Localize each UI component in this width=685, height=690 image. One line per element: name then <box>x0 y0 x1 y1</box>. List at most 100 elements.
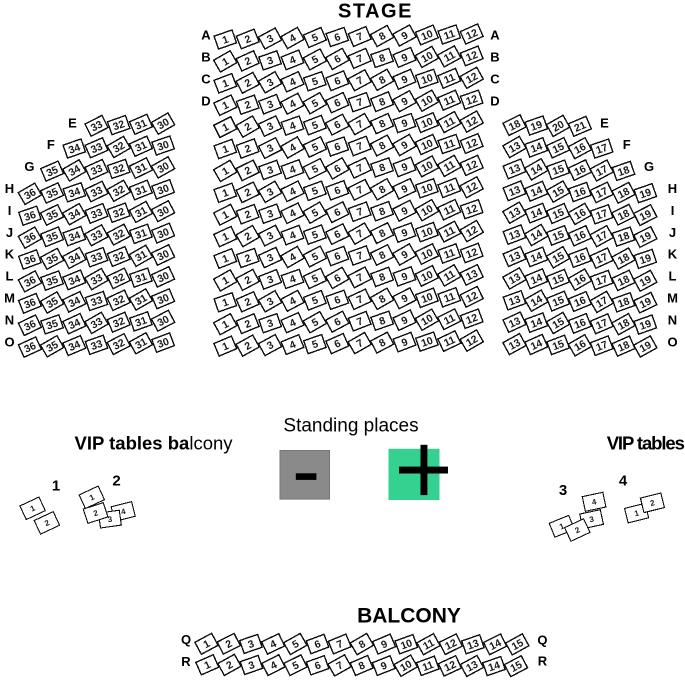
svg-text:12: 12 <box>442 659 458 675</box>
svg-text:35: 35 <box>44 339 60 355</box>
svg-text:10: 10 <box>420 335 435 350</box>
svg-text:33: 33 <box>89 250 104 265</box>
svg-text:36: 36 <box>23 252 38 267</box>
svg-text:30: 30 <box>155 313 171 329</box>
svg-text:13: 13 <box>507 293 522 308</box>
svg-text:35: 35 <box>45 230 60 246</box>
svg-text:I: I <box>8 203 12 218</box>
svg-text:19: 19 <box>638 273 654 289</box>
svg-text:4: 4 <box>268 638 279 651</box>
svg-text:6: 6 <box>332 316 343 329</box>
svg-text:7: 7 <box>355 293 366 306</box>
svg-text:30: 30 <box>156 139 171 154</box>
svg-text:4: 4 <box>287 141 298 154</box>
svg-text:3: 3 <box>266 164 276 177</box>
svg-text:13: 13 <box>507 139 523 155</box>
svg-text:13: 13 <box>507 205 523 221</box>
svg-text:G: G <box>24 159 34 174</box>
svg-text:2: 2 <box>243 142 253 155</box>
svg-text:34: 34 <box>67 338 83 354</box>
svg-text:C: C <box>490 72 500 87</box>
svg-text:7: 7 <box>355 118 366 131</box>
svg-text:2: 2 <box>243 99 253 112</box>
svg-text:15: 15 <box>551 294 566 310</box>
svg-text:1: 1 <box>220 55 231 68</box>
svg-text:L: L <box>6 269 14 284</box>
svg-text:8: 8 <box>377 139 388 152</box>
svg-text:10: 10 <box>419 49 435 65</box>
svg-text:31: 31 <box>133 161 149 177</box>
svg-text:32: 32 <box>111 337 127 353</box>
svg-text:33: 33 <box>89 184 105 200</box>
svg-text:1: 1 <box>221 143 231 156</box>
svg-text:14: 14 <box>487 659 502 674</box>
svg-text:1: 1 <box>220 99 231 112</box>
svg-text:L: L <box>669 269 677 284</box>
svg-text:33: 33 <box>89 272 105 288</box>
svg-text:15: 15 <box>550 250 566 266</box>
svg-text:3: 3 <box>265 251 275 264</box>
svg-text:1: 1 <box>220 209 231 222</box>
svg-text:8: 8 <box>378 271 388 284</box>
svg-text:12: 12 <box>464 49 479 65</box>
svg-text:B: B <box>201 50 210 65</box>
svg-text:7: 7 <box>335 638 345 651</box>
svg-text:6: 6 <box>333 250 343 263</box>
svg-text:10: 10 <box>419 28 434 44</box>
svg-text:11: 11 <box>442 334 457 350</box>
svg-text:33: 33 <box>89 294 104 309</box>
svg-text:6: 6 <box>332 206 343 219</box>
svg-text:6: 6 <box>313 659 323 672</box>
svg-text:15: 15 <box>551 228 566 243</box>
svg-text:14: 14 <box>529 337 545 353</box>
svg-text:3: 3 <box>559 482 567 499</box>
svg-text:35: 35 <box>45 164 61 180</box>
svg-text:5: 5 <box>310 141 321 154</box>
svg-text:17: 17 <box>594 163 610 179</box>
svg-text:17: 17 <box>594 142 609 157</box>
svg-text:18: 18 <box>507 118 523 134</box>
svg-text:3: 3 <box>247 659 257 672</box>
svg-text:34: 34 <box>67 185 82 200</box>
svg-text:8: 8 <box>377 293 388 306</box>
svg-text:31: 31 <box>133 292 149 308</box>
svg-text:15: 15 <box>551 206 567 222</box>
svg-text:7: 7 <box>355 96 365 109</box>
svg-text:5: 5 <box>310 294 320 307</box>
svg-text:16: 16 <box>573 185 588 200</box>
svg-text:1: 1 <box>220 230 230 243</box>
svg-text:16: 16 <box>572 163 588 179</box>
svg-text:34: 34 <box>67 273 82 289</box>
svg-text:14: 14 <box>529 316 544 331</box>
svg-text:14: 14 <box>529 206 544 221</box>
svg-text:5: 5 <box>310 53 321 66</box>
svg-text:1: 1 <box>221 33 231 46</box>
svg-text:12: 12 <box>464 289 480 305</box>
svg-text:8: 8 <box>377 249 388 262</box>
svg-text:9: 9 <box>399 248 410 261</box>
svg-text:1: 1 <box>201 638 212 651</box>
svg-text:O: O <box>667 334 677 349</box>
svg-text:9: 9 <box>399 29 410 42</box>
svg-text:10: 10 <box>420 181 435 196</box>
svg-text:1: 1 <box>202 659 212 672</box>
svg-text:8: 8 <box>377 74 388 87</box>
svg-text:30: 30 <box>155 116 171 132</box>
svg-text:31: 31 <box>134 314 149 329</box>
svg-text:8: 8 <box>377 227 388 240</box>
svg-text:4: 4 <box>619 473 628 490</box>
svg-text:15: 15 <box>551 272 566 288</box>
svg-text:10: 10 <box>420 225 435 240</box>
svg-text:2: 2 <box>243 318 253 331</box>
svg-text:11: 11 <box>442 312 457 328</box>
svg-text:1: 1 <box>221 187 231 200</box>
svg-text:9: 9 <box>379 638 389 651</box>
svg-text:3: 3 <box>265 32 276 45</box>
svg-text:3: 3 <box>265 186 276 199</box>
svg-text:5: 5 <box>310 207 321 220</box>
svg-text:30: 30 <box>155 160 171 176</box>
svg-text:9: 9 <box>400 161 410 174</box>
svg-text:19: 19 <box>638 339 654 355</box>
svg-text:B: B <box>490 50 499 65</box>
svg-text:10: 10 <box>419 312 435 328</box>
